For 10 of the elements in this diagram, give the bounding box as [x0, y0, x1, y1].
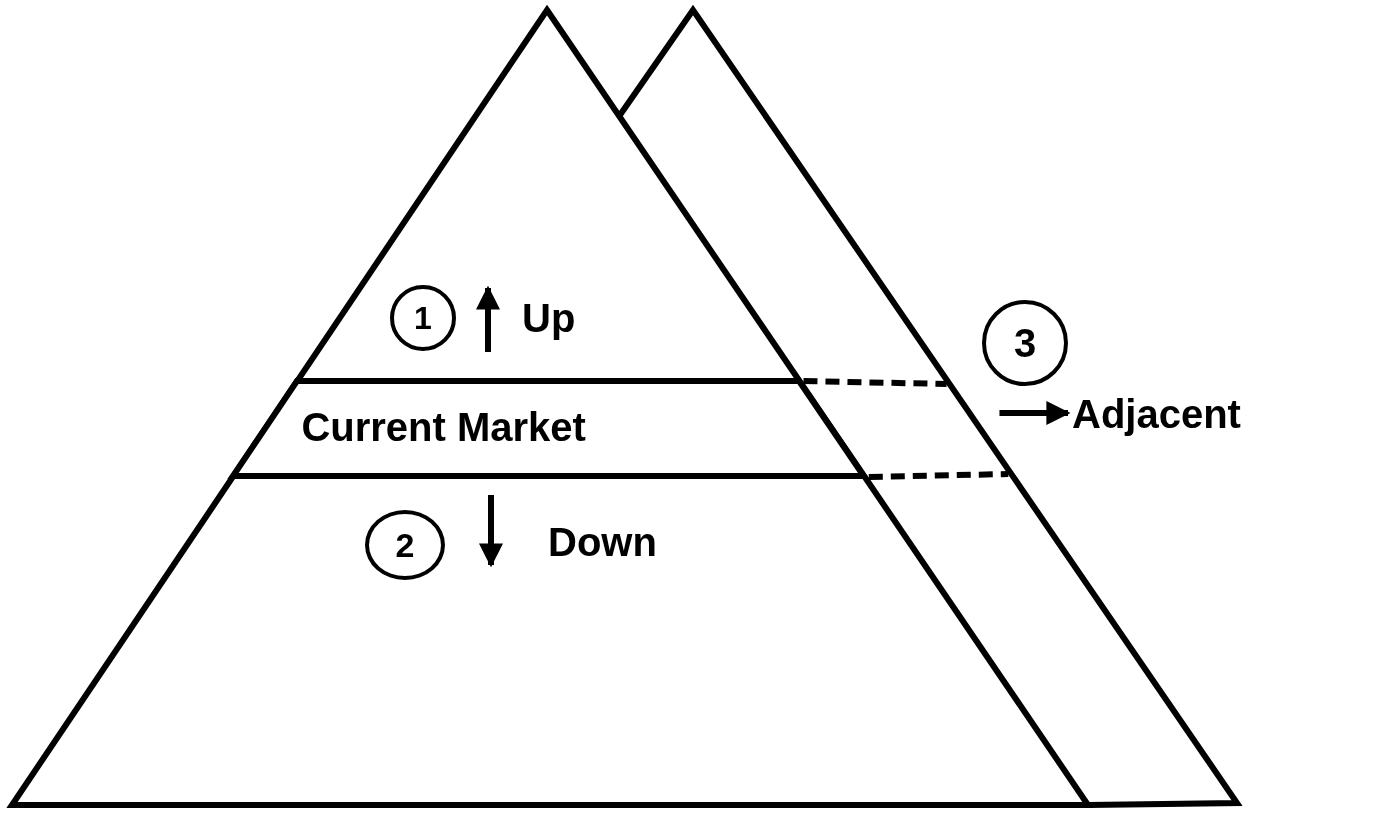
band-label: Current Market — [301, 405, 586, 450]
callout-number: 2 — [365, 510, 445, 580]
callout-number: 3 — [982, 300, 1068, 386]
dashed-connector — [803, 378, 947, 387]
callout-number: 1 — [390, 285, 456, 351]
region-label: Up — [522, 296, 576, 341]
region-label: Down — [548, 520, 657, 565]
node-label: Adjacent — [1072, 392, 1241, 437]
dashed-connector — [999, 401, 1071, 425]
dashed-connector — [868, 471, 1009, 480]
